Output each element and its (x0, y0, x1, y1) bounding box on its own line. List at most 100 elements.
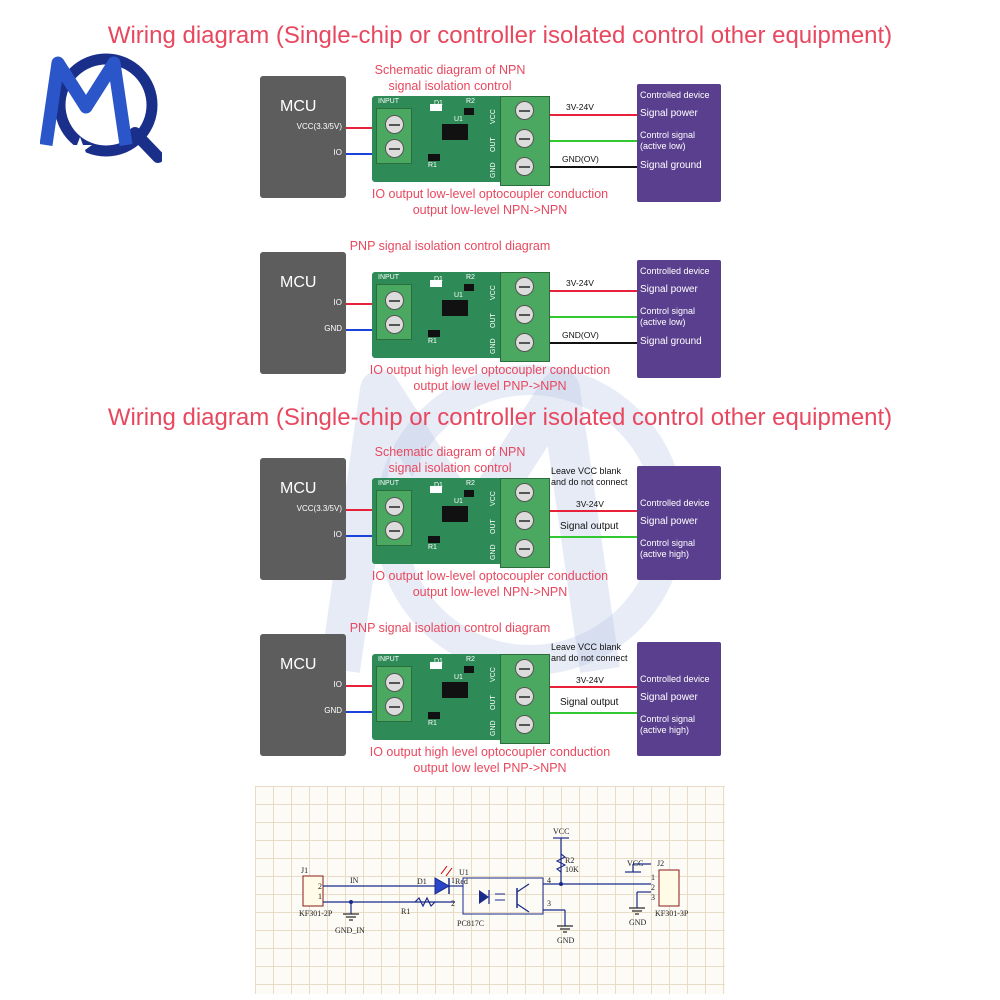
vcc-silk: VCC (490, 667, 497, 682)
d1-silk: D1 (434, 100, 443, 107)
vcc-silk: VCC (490, 285, 497, 300)
r2-component (464, 490, 474, 497)
optocoupler-chip (442, 300, 468, 316)
mcu-pin-1: IO (333, 298, 342, 307)
screw-icon (385, 521, 404, 540)
signal-ground-wire (550, 166, 638, 168)
in-net-label: IN (350, 876, 359, 885)
output-terminal (500, 654, 550, 744)
device-signal-power: Signal power (640, 108, 698, 119)
gnd-silk: GND (490, 162, 497, 178)
wire-label-1: 3V-24V (566, 102, 594, 112)
schematic-drawing: J1 2 1 KF301-2P IN GND_IN D1 (299, 827, 689, 945)
mcu-block: MCU IO GND (260, 634, 346, 756)
out-silk: OUT (490, 519, 497, 534)
input-terminal (376, 490, 412, 546)
wiring-panel-4: PNP signal isolation control diagram MCU… (0, 620, 1000, 790)
mcu-pin-2: IO (333, 148, 342, 157)
device-control-signal: Control signal (active high) (640, 714, 696, 735)
screw-icon (515, 157, 534, 176)
d1-silk: D1 (434, 482, 443, 489)
input-wire-2 (346, 535, 380, 537)
input-silk: INPUT (378, 656, 399, 663)
r1-silk: R1 (428, 162, 437, 169)
u1-pin-3: 3 (547, 899, 551, 908)
screw-icon (515, 129, 534, 148)
mcu-block: MCU VCC(3.3/5V) IO (260, 76, 346, 198)
wiring-panel-1: Schematic diagram of NPN signal isolatio… (0, 62, 1000, 232)
screw-icon (385, 673, 404, 692)
mcu-block: MCU VCC(3.3/5V) IO (260, 458, 346, 580)
isolation-module: INPUT D1 R2 U1 R1 VCC OUT GND (372, 654, 550, 744)
screw-icon (515, 333, 534, 352)
vcc-silk: VCC (490, 109, 497, 124)
output-terminal (500, 272, 550, 362)
mcu-pin-1: VCC(3.3/5V) (296, 504, 342, 513)
vcc-blank-note: Leave VCC blank and do not connect (551, 466, 628, 487)
top-caption: Schematic diagram of NPN signal isolatio… (374, 445, 526, 475)
led-component (430, 280, 442, 287)
screw-icon (385, 315, 404, 334)
gnd-right-label: GND (629, 918, 647, 927)
input-silk: INPUT (378, 274, 399, 281)
gnd-in-label: GND_IN (335, 926, 365, 935)
u1-silk: U1 (454, 292, 463, 299)
device-control-signal: Control signal (active low) (640, 306, 696, 327)
u1-part: PC817C (457, 919, 484, 928)
r1-silk: R1 (428, 544, 437, 551)
r1-component (428, 536, 440, 543)
control-signal-wire (550, 316, 638, 318)
r1-component (428, 330, 440, 337)
screw-icon (385, 115, 404, 134)
device-signal-power: Signal power (640, 692, 698, 703)
schematic-area: J1 2 1 KF301-2P IN GND_IN D1 (255, 786, 725, 994)
out-silk: OUT (490, 313, 497, 328)
screw-icon (515, 483, 534, 502)
optocoupler-chip (442, 682, 468, 698)
screw-icon (385, 139, 404, 158)
mcu-title: MCU (280, 480, 317, 497)
d1-silk: D1 (434, 276, 443, 283)
top-caption: Schematic diagram of NPN signal isolatio… (374, 63, 526, 93)
d1-silk: D1 (434, 658, 443, 665)
mcu-title: MCU (280, 656, 317, 673)
logo-graphic (39, 53, 164, 163)
device-signal-ground: Signal ground (640, 336, 702, 347)
device-control-signal: Control signal (active low) (640, 130, 696, 151)
input-silk: INPUT (378, 480, 399, 487)
screw-icon (385, 291, 404, 310)
device-signal-power: Signal power (640, 284, 698, 295)
section-title-2: Wiring diagram (Single-chip or controlle… (107, 404, 893, 431)
isolation-module: INPUT D1 R2 U1 R1 VCC OUT GND (372, 478, 550, 568)
brand-logo: MQ (39, 45, 164, 163)
r1-silk: R1 (428, 338, 437, 345)
mcu-pin-1: IO (333, 680, 342, 689)
input-wire-1 (346, 509, 380, 511)
wire-label-2: Signal output (560, 697, 619, 708)
control-signal-wire (550, 140, 638, 142)
wiring-panel-2: PNP signal isolation control diagram MCU… (0, 238, 1000, 408)
r2-silk: R2 (466, 98, 475, 105)
led-component (430, 662, 442, 669)
r1-component (428, 712, 440, 719)
gnd-label: GND (557, 936, 575, 945)
u1-pin-2: 2 (451, 899, 455, 908)
section-title-1: Wiring diagram (Single-chip or controlle… (107, 22, 893, 49)
vcc-blank-note: Leave VCC blank and do not connect (551, 642, 628, 663)
input-wire-2 (346, 329, 380, 331)
signal-power-wire (550, 290, 638, 292)
bottom-caption: IO output high level optocoupler conduct… (369, 745, 611, 775)
r2-value: 10K (565, 865, 579, 874)
j2-pin-1: 1 (651, 873, 655, 882)
led-color-label: Red (455, 877, 468, 886)
j2-label: J2 (657, 859, 664, 868)
input-silk: INPUT (378, 98, 399, 105)
screw-icon (515, 305, 534, 324)
j2-pin-3: 3 (651, 893, 655, 902)
vcc-top-label: VCC (553, 827, 569, 836)
screw-icon (515, 511, 534, 530)
input-wire-1 (346, 127, 380, 129)
vcc-silk: VCC (490, 491, 497, 506)
gnd-silk: GND (490, 720, 497, 736)
